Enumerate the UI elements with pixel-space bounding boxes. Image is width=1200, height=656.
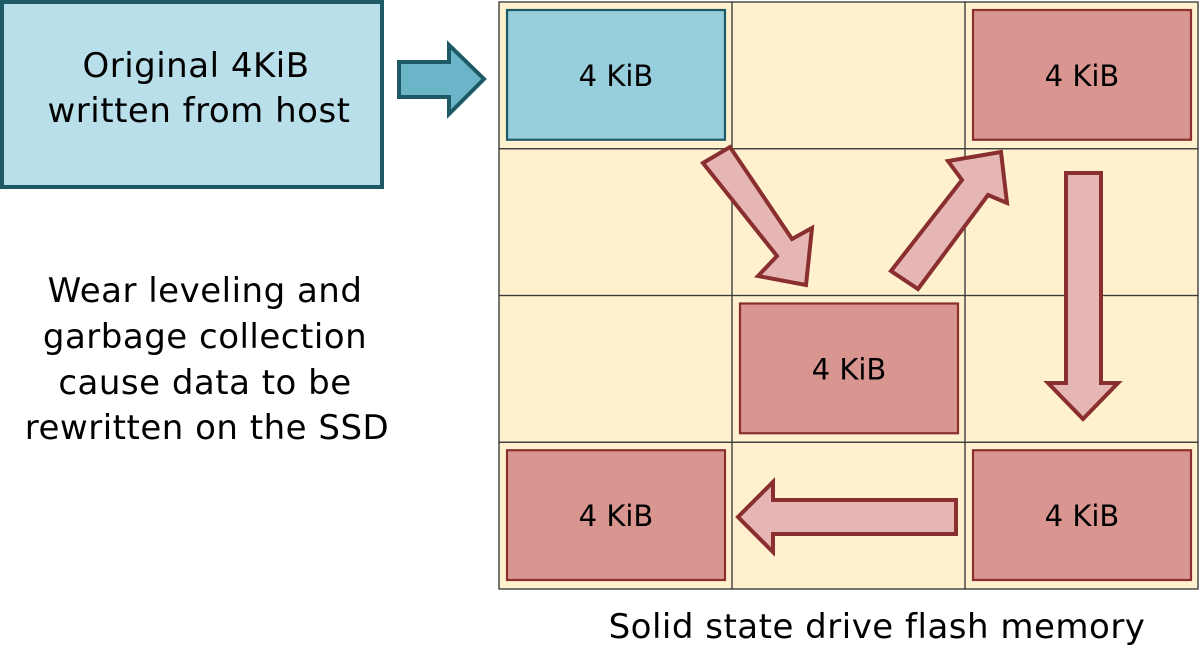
move-arrow-original-to-middle bbox=[700, 144, 815, 288]
move-arrow-middle-to-top-right bbox=[888, 149, 1010, 292]
grid-caption: Solid state drive flash memory bbox=[609, 607, 1146, 647]
data-block-rect bbox=[505, 449, 727, 582]
data-block-bottom-left: 4 KiB bbox=[505, 449, 727, 582]
data-block-label: 4 KiB bbox=[579, 59, 654, 93]
explanation-text: Wear leveling and garbage collection cau… bbox=[25, 271, 389, 448]
data-block-rect bbox=[971, 8, 1193, 141]
move-arrow-bottom-right-to-bottom-left bbox=[735, 477, 958, 557]
relocation-arrows bbox=[700, 144, 1123, 557]
move-arrow-top-right-to-bottom-right bbox=[1043, 171, 1123, 422]
host-box: Original 4KiB written from host bbox=[0, 0, 384, 189]
data-block-top-right: 4 KiB bbox=[971, 8, 1193, 141]
explanation-line4: rewritten on the SSD bbox=[25, 408, 389, 448]
data-block-rect bbox=[505, 8, 727, 141]
grid-cell bbox=[964, 441, 1199, 590]
data-block-bottom-right: 4 KiB bbox=[971, 449, 1193, 582]
explanation-line1: Wear leveling and bbox=[48, 271, 363, 311]
host-box-line1: Original 4KiB bbox=[82, 46, 309, 86]
data-block-label: 4 KiB bbox=[1045, 59, 1120, 93]
data-block-label: 4 KiB bbox=[812, 352, 887, 386]
host-box-line2: written from host bbox=[48, 91, 351, 131]
host-box-rect bbox=[0, 0, 384, 189]
data-block-rect bbox=[738, 302, 960, 435]
data-block-label: 4 KiB bbox=[1045, 499, 1120, 533]
explanation-line3: cause data to be bbox=[58, 363, 351, 403]
explanation-line2: garbage collection bbox=[43, 317, 367, 357]
host-write-arrow bbox=[397, 40, 487, 119]
data-block-rect bbox=[971, 449, 1193, 582]
data-block-label: 4 KiB bbox=[579, 499, 654, 533]
data-blocks: 4 KiB 4 KiB 4 KiB 4 KiB 4 KiB bbox=[505, 8, 1193, 582]
data-block-middle: 4 KiB bbox=[738, 302, 960, 435]
data-block-original: 4 KiB bbox=[505, 8, 727, 141]
